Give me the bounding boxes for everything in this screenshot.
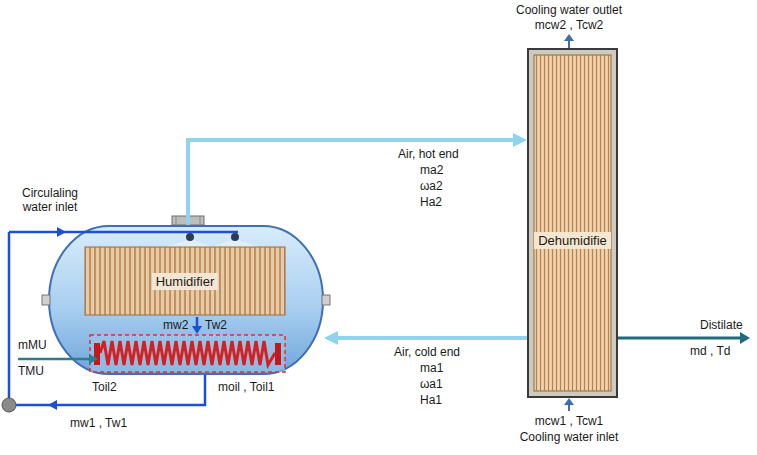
distillate-arrow — [611, 337, 741, 340]
air-duct-connector — [331, 336, 527, 340]
circulation-pipe — [16, 375, 205, 405]
drawing-part — [42, 295, 50, 305]
flange-detail — [176, 217, 177, 224]
stream-variable: Tw2 — [205, 318, 227, 332]
drawing-part — [85, 247, 285, 315]
drawing-part — [90, 335, 285, 372]
stream-label: Cooling water inlet — [520, 430, 619, 444]
flow-arrowhead — [48, 400, 57, 410]
edge-label: Air, hot end — [398, 147, 459, 161]
stream-variable: ωa2 — [420, 179, 443, 193]
distillate-arrowhead — [740, 332, 750, 344]
stream-variable: mw1 , Tw1 — [70, 416, 127, 430]
stream-variable: Ha1 — [420, 393, 442, 407]
cooling-water-inlet-arrowhead — [564, 398, 574, 405]
stream-label: Circulaling water inlet — [14, 186, 86, 214]
drawing-part — [322, 295, 330, 305]
drawing-part — [275, 343, 281, 365]
humidifier-vessel: Humidifier — [48, 225, 324, 375]
stream-variable: ωa1 — [420, 377, 443, 391]
stream-variable: ma2 — [420, 163, 443, 177]
stream-variable: mw2 — [163, 318, 188, 332]
edge-label: Air, cold end — [394, 345, 460, 359]
stream-variable: Toil2 — [92, 380, 117, 394]
stream-variable: mMU — [18, 338, 47, 352]
drawing-part — [534, 55, 611, 391]
drawing-part — [528, 49, 617, 397]
drawing-part — [90, 335, 285, 372]
vessel-outline — [48, 225, 324, 375]
cooling-water-outlet-arrow — [568, 40, 570, 48]
drawing-part — [89, 354, 98, 364]
stream-variable: moil , Toil1 — [218, 380, 274, 394]
drawing-part — [57, 227, 66, 237]
drawing-part — [9, 231, 238, 234]
cooling-water-outlet-arrowhead — [564, 34, 574, 41]
column-outline — [527, 48, 618, 398]
drawing-part — [186, 233, 194, 241]
stream-label: Cooling water outlet — [516, 3, 622, 17]
stream-label: Distilate — [700, 318, 743, 332]
node-label: Humidifier — [152, 273, 219, 290]
flange-detail — [200, 217, 201, 224]
stream-variable: TMU — [18, 364, 44, 378]
stream-variable: md , Td — [690, 344, 730, 358]
pump-symbol — [2, 398, 16, 412]
drawing-part — [100, 341, 275, 365]
drawing-part — [231, 233, 239, 241]
drawing-part — [18, 358, 90, 361]
node-label: Dehumidifie — [534, 232, 611, 249]
dehumidifier-column: Dehumidifie — [527, 48, 618, 398]
air-duct-connector — [188, 140, 520, 225]
stream-variable: ma1 — [420, 361, 443, 375]
drawing-part — [94, 343, 100, 365]
stream-variable: mcw2 , Tcw2 — [535, 18, 603, 32]
drawing-part — [49, 226, 323, 374]
circulation-pipe — [8, 232, 11, 398]
cooling-water-inlet-arrow — [568, 404, 570, 411]
stream-variable: mcw1 , Tcw1 — [535, 414, 603, 428]
stream-variable: Ha2 — [420, 195, 442, 209]
drawing-part — [192, 326, 202, 334]
